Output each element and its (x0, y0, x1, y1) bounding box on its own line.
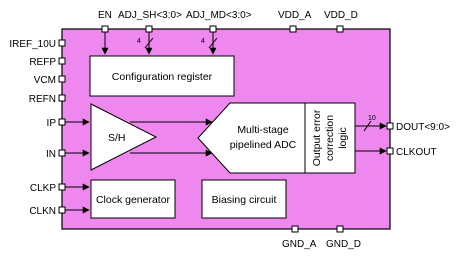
pin-vdd-a-marker (289, 25, 297, 33)
pin-vdd-d-marker (336, 25, 344, 33)
pin-vdd-a-label: VDD_A (278, 10, 312, 21)
pin-refn-label: REFN (29, 94, 56, 105)
pin-vcm-marker (58, 75, 66, 83)
pin-in-label: IN (46, 149, 56, 160)
pin-refn-marker (58, 94, 66, 102)
pin-gnd-a-marker (291, 225, 299, 233)
pin-vdd-d-label: VDD_D (324, 10, 358, 21)
biasing-circuit-block (201, 179, 287, 219)
sample-hold-label: S/H (108, 132, 126, 144)
biasing-circuit-label: Biasing circuit (212, 194, 277, 206)
pin-dout-label: DOUT<9:0> (396, 122, 450, 133)
pin-adj-sh-marker (145, 25, 153, 33)
pipelined-adc-label-line2: pipelined ADC (230, 139, 297, 151)
configuration-register-block (89, 55, 235, 97)
clock-generator-label: Clock generator (96, 194, 171, 206)
pin-en-label: EN (98, 10, 112, 21)
correction-label-line2: correction (324, 115, 336, 161)
correction-label-line1: Output error (311, 109, 323, 166)
pin-iref-marker (58, 39, 66, 47)
pin-vcm-label: VCM (34, 75, 56, 86)
pin-clkout-marker (386, 147, 394, 155)
pin-en-marker (101, 25, 109, 33)
pipelined-adc-label-line1: Multi-stage (237, 124, 289, 136)
output-correction-block (304, 102, 356, 174)
pin-clkout-label: CLKOUT (396, 147, 437, 158)
dout-bus-width: 10 (368, 115, 376, 122)
pin-adj-md-label: ADJ_MD<3:0> (186, 10, 252, 21)
sample-hold-block (90, 103, 158, 171)
pin-gnd-d-marker (336, 225, 344, 233)
pin-adj-md-marker (209, 25, 217, 33)
pin-clkn-label: CLKN (29, 206, 56, 217)
pin-markers (58, 25, 394, 233)
pin-iref-label: IREF_10U (9, 39, 56, 50)
clock-generator-block (90, 179, 176, 219)
configuration-register-label: Configuration register (112, 71, 213, 83)
adj-sh-bus-width: 4 (137, 38, 141, 45)
pin-gnd-a-label: GND_A (282, 239, 317, 250)
pin-clkp-label: CLKP (30, 183, 56, 194)
correction-label-line3: logic (337, 127, 349, 149)
pin-gnd-d-label: GND_D (326, 239, 361, 250)
pin-refp-label: REFP (29, 57, 56, 68)
pin-dout-marker (386, 122, 394, 130)
adj-md-bus-width: 4 (201, 38, 205, 45)
pin-clkn-marker (58, 206, 66, 214)
pin-in-marker (58, 149, 66, 157)
pin-adj-sh-label: ADJ_SH<3:0> (118, 10, 182, 21)
pin-refp-marker (58, 57, 66, 65)
dout-bus-slash (363, 120, 372, 132)
pin-clkp-marker (58, 183, 66, 191)
adj-md-bus-slash (208, 37, 218, 49)
pin-ip-marker (58, 118, 66, 126)
pin-ip-label: IP (47, 118, 57, 129)
adj-sh-bus-slash (144, 37, 154, 49)
